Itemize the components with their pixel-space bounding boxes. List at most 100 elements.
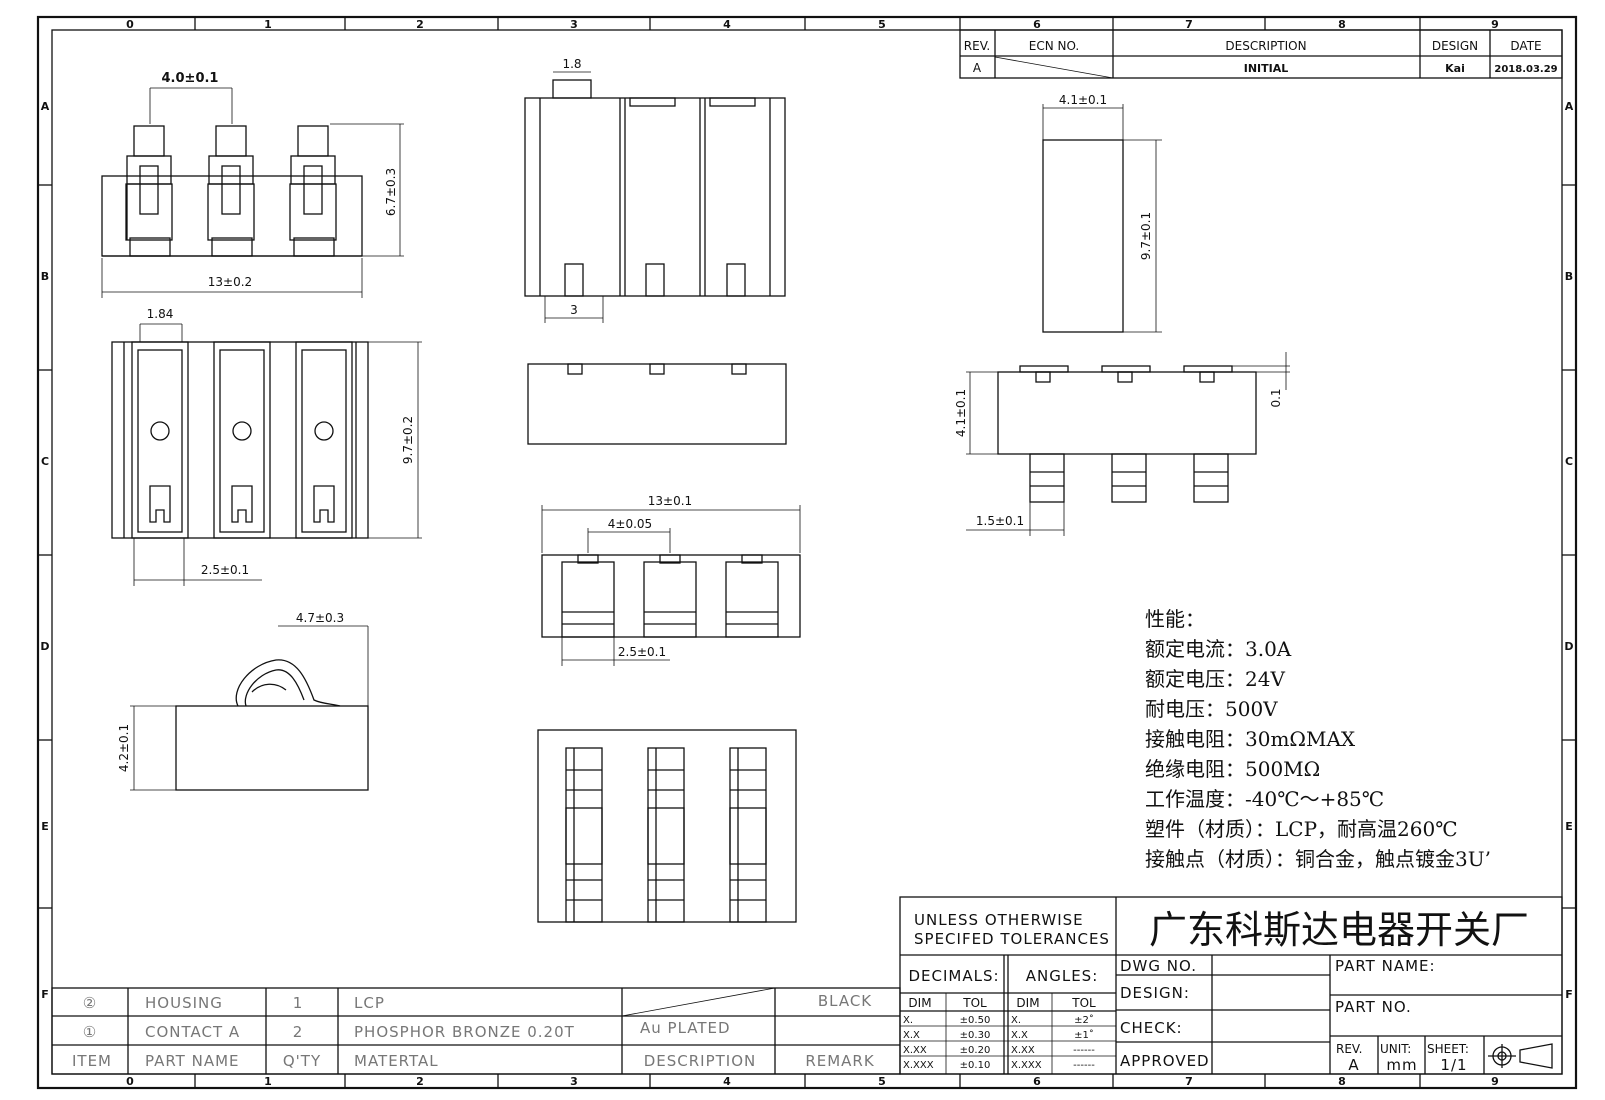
bom-remark-black: BLACK xyxy=(818,992,872,1010)
rev-label: REV. xyxy=(1336,1042,1362,1056)
angle-row-dim: X. xyxy=(1011,1015,1021,1026)
description-value: INITIAL xyxy=(1244,62,1289,75)
angle-row-dim: X.XXX xyxy=(1011,1060,1042,1071)
bom-qty-2: 2 xyxy=(293,1023,304,1041)
zone-row-left-d: D xyxy=(40,640,49,653)
decimal-row-dim: X.X xyxy=(903,1030,920,1041)
spec-line: 耐电压：500V xyxy=(1145,697,1278,721)
performance-specs: 性能： 额定电流：3.0A 额定电压：24V 耐电压：500V 接触电阻：30m… xyxy=(1145,607,1491,871)
dim-height-41: 4.1±0.1 xyxy=(954,389,968,437)
zone-col-bottom-0: 0 xyxy=(126,1075,134,1088)
bom-header-material: MATERTAL xyxy=(354,1052,439,1070)
decimal-tol-header: TOL xyxy=(962,996,987,1010)
spec-line: 接触点（材质）：铜合金，触点镀金3U’ xyxy=(1145,847,1491,871)
dim-height-42: 4.2±0.1 xyxy=(117,724,131,772)
angle-row-tol: ------ xyxy=(1073,1060,1095,1071)
zone-row-left-c: C xyxy=(41,455,49,468)
spec-line: 绝缘电阻：500MΩ xyxy=(1145,757,1320,781)
zone-row-right-b: B xyxy=(1565,270,1573,283)
dim-width-13-02: 13±0.2 xyxy=(208,275,252,289)
angle-dim-header: DIM xyxy=(1016,996,1039,1010)
design-value: Kai xyxy=(1445,62,1465,75)
dim-slot-18: 1.8 xyxy=(562,57,581,71)
bom-header-name: PART NAME xyxy=(145,1052,240,1070)
design-label: DESIGN: xyxy=(1120,984,1190,1002)
dim-pitch-4-005: 4±0.05 xyxy=(608,517,652,531)
bom-name-contact: CONTACT A xyxy=(145,1023,240,1041)
spec-line: 工作温度：-40℃～+85℃ xyxy=(1145,787,1384,811)
decimal-row-dim: X.XX xyxy=(903,1045,927,1056)
specs-title: 性能： xyxy=(1145,607,1205,631)
dim-pitch-top: 4.0±0.1 xyxy=(162,71,219,86)
dwg-no-label: DWG NO. xyxy=(1120,957,1197,975)
angle-row-tol: ±1˚ xyxy=(1074,1029,1094,1041)
dim-width-184: 1.84 xyxy=(147,307,174,321)
zone-col-bottom-8: 8 xyxy=(1338,1075,1346,1088)
zone-row-right-f: F xyxy=(1565,988,1573,1001)
bom-table: ② HOUSING 1 LCP BLACK ① CONTACT A 2 PHOS… xyxy=(51,987,901,1075)
zone-col-top-7: 7 xyxy=(1185,18,1193,31)
bottom-view xyxy=(537,729,797,923)
date-header: DATE xyxy=(1510,39,1541,53)
dim-pitch-25-b: 2.5±0.1 xyxy=(618,645,666,659)
unit-label: UNIT: xyxy=(1380,1042,1411,1056)
zone-row-right-a: A xyxy=(1565,100,1574,113)
angle-row-dim: X.XX xyxy=(1011,1045,1035,1056)
housing-top-view xyxy=(524,71,786,323)
part-no-label: PART NO. xyxy=(1335,998,1412,1016)
bom-name-housing: HOUSING xyxy=(145,994,223,1012)
rev-value: A xyxy=(973,61,982,75)
outer-border xyxy=(36,15,1578,1090)
design-header: DESIGN xyxy=(1432,39,1478,53)
zone-col-bottom-1: 1 xyxy=(264,1075,272,1088)
bom-header-item: ITEM xyxy=(72,1052,112,1070)
bom-item-2: ② xyxy=(83,994,97,1012)
dim-width-41: 4.1±0.1 xyxy=(1059,93,1107,107)
decimal-row-dim: X. xyxy=(903,1015,913,1026)
dim-pitch-25-a: 2.5±0.1 xyxy=(201,563,249,577)
zone-col-top-4: 4 xyxy=(723,18,731,31)
zone-col-bottom-9: 9 xyxy=(1491,1075,1499,1088)
decimal-row-dim: X.XXX xyxy=(903,1060,934,1071)
dim-offset-01: 0.1 xyxy=(1269,388,1283,407)
decimals-label: DECIMALS: xyxy=(908,967,999,985)
check-label: CHECK: xyxy=(1120,1019,1183,1037)
bom-description-plated: Au PLATED xyxy=(640,1019,731,1037)
zone-col-top-1: 1 xyxy=(264,18,272,31)
zone-row-left-f: F xyxy=(41,988,49,1001)
decimal-row-tol: ±0.50 xyxy=(960,1015,991,1026)
bom-qty-1: 1 xyxy=(293,994,304,1012)
unit-value: mm xyxy=(1386,1056,1417,1074)
sheet-label: SHEET: xyxy=(1427,1042,1469,1056)
bom-item-1: ① xyxy=(83,1023,97,1041)
side-view-spring xyxy=(130,625,369,791)
bom-material-lcp: LCP xyxy=(354,994,385,1012)
revision-block: REV. ECN NO. DESCRIPTION DESIGN DATE A I… xyxy=(959,29,1563,79)
angle-row-dim: X.X xyxy=(1011,1030,1028,1041)
zone-col-bottom-5: 5 xyxy=(878,1075,886,1088)
zone-col-bottom-6: 6 xyxy=(1033,1075,1041,1088)
zone-col-top-9: 9 xyxy=(1491,18,1499,31)
dim-length-97-02: 9.7±0.2 xyxy=(401,416,415,464)
zone-row-left-b: B xyxy=(41,270,49,283)
spec-line: 接触电阻：30mΩMAX xyxy=(1145,727,1356,751)
zone-col-top-5: 5 xyxy=(878,18,886,31)
zone-col-bottom-4: 4 xyxy=(723,1075,731,1088)
date-value: 2018.03.29 xyxy=(1494,64,1557,75)
description-header: DESCRIPTION xyxy=(1225,39,1306,53)
front-view-middle xyxy=(541,505,801,666)
zone-col-top-3: 3 xyxy=(570,18,578,31)
approved-label: APPROVED xyxy=(1120,1052,1210,1070)
housing-top-right-view xyxy=(1042,104,1162,333)
dim-spring-47: 4.7±0.3 xyxy=(296,611,344,625)
projection-symbol-icon xyxy=(1488,1043,1553,1069)
tolerance-note-1: UNLESS OTHERWISE xyxy=(914,911,1084,929)
angle-tol-header: TOL xyxy=(1071,996,1096,1010)
dim-height-67: 6.7±0.3 xyxy=(384,168,398,216)
sheet-value: 1/1 xyxy=(1440,1056,1467,1074)
zone-col-top-2: 2 xyxy=(416,18,424,31)
decimal-dim-header: DIM xyxy=(908,996,931,1010)
side-view-right xyxy=(966,352,1290,536)
angles-label: ANGLES: xyxy=(1026,967,1099,985)
zone-ticks xyxy=(38,17,1576,1088)
